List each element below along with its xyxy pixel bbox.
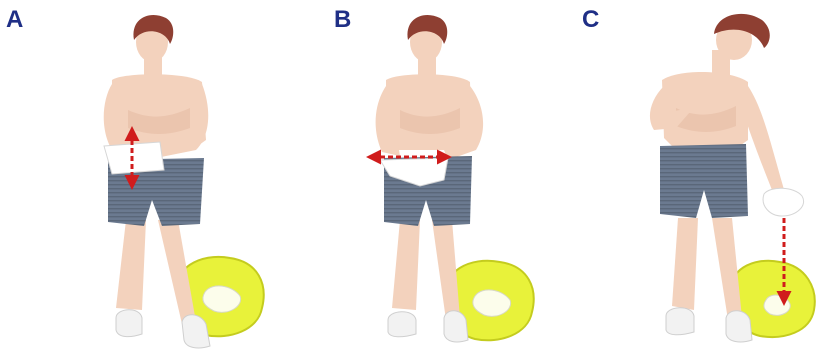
- panel-a-scene: [104, 15, 264, 348]
- panel-c-scene: [650, 14, 815, 342]
- panel-b-scene: [372, 15, 534, 342]
